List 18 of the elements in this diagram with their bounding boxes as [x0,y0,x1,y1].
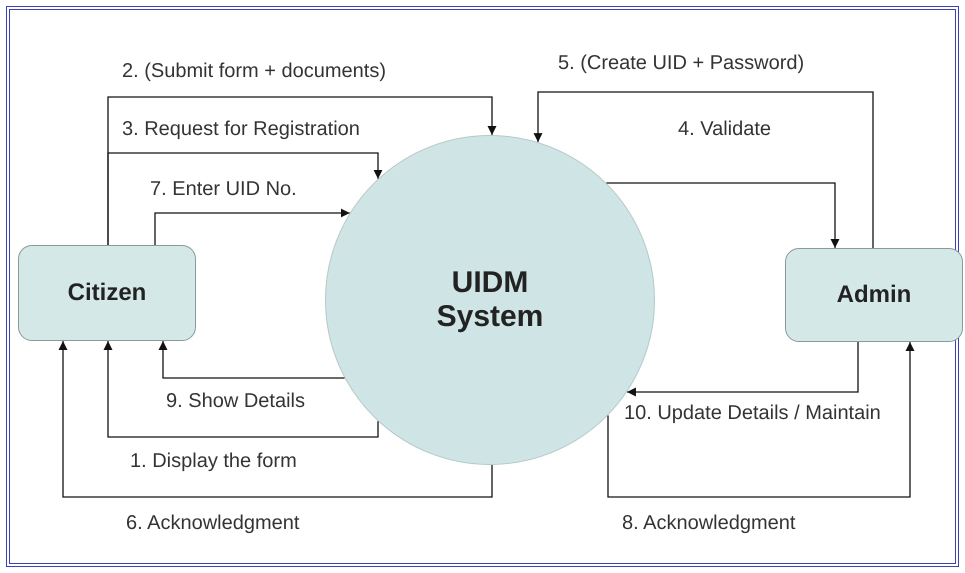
edge-label: 6. Acknowledgment [124,512,302,534]
node-label: Admin [836,281,912,309]
node-label: Citizen [68,279,146,307]
arrow [104,341,379,438]
arrow [534,91,874,248]
arrow [154,208,350,245]
arrow [606,182,840,248]
edge-label: 3. Request for Registration [120,118,362,140]
edge-label: 8. Acknowledgment [620,512,798,534]
arrow [58,341,493,498]
edge-label: 2. (Submit form + documents) [120,60,388,82]
process-box [785,248,963,342]
arrow [158,341,345,379]
arrow [626,342,859,396]
arrow [107,152,382,245]
process-box [18,245,196,341]
arrow [607,342,914,498]
node-label: UIDM System [436,266,544,334]
